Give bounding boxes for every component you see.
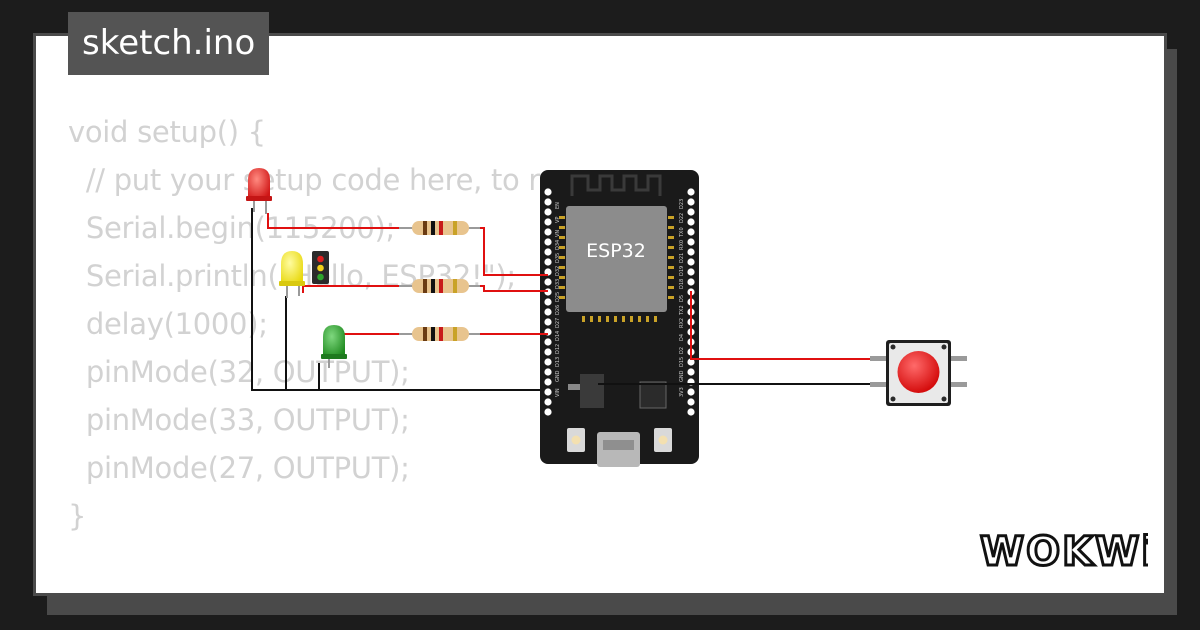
traffic-light-icon xyxy=(312,251,329,284)
pin-label: GND xyxy=(679,370,685,382)
pin-label: D23 xyxy=(679,199,685,209)
pin-label: D26 xyxy=(555,305,561,315)
file-tab[interactable]: sketch.ino xyxy=(68,12,270,75)
pin-label: TX2 xyxy=(679,305,685,316)
pin-label: D14 xyxy=(555,331,561,341)
resistor-1[interactable] xyxy=(399,221,480,235)
wokwi-logo: WOKWi xyxy=(979,528,1149,577)
pin-label: D15 xyxy=(679,357,685,367)
led-red[interactable] xyxy=(246,168,272,214)
pin-label: RX2 xyxy=(679,318,685,328)
code-line: delay(1000); xyxy=(68,307,268,341)
pin-label: EN xyxy=(555,202,561,209)
led-green[interactable] xyxy=(321,325,347,368)
pin-label: D35 xyxy=(555,253,561,263)
pin-label: D22 xyxy=(679,213,685,223)
left-header-pins[interactable] xyxy=(544,188,552,416)
pin-label: D21 xyxy=(679,253,685,263)
pin-label: D19 xyxy=(679,266,685,276)
pin-label: D34 xyxy=(555,240,561,250)
ground-wires xyxy=(251,208,870,391)
logo-text: WOKWi xyxy=(980,529,1148,575)
code-line: pinMode(27, OUTPUT); xyxy=(68,451,410,485)
voltage-regulator xyxy=(580,374,604,408)
pin-label: D2 xyxy=(679,347,685,354)
pin-label: D4 xyxy=(679,334,685,341)
usb-chip xyxy=(639,381,667,409)
code-line: } xyxy=(68,499,87,533)
pin-label: D27 xyxy=(555,318,561,328)
code-line: pinMode(33, OUTPUT); xyxy=(68,403,410,437)
esp32-board[interactable]: ESP32 xyxy=(540,170,699,467)
pin-label: RX0 xyxy=(679,240,685,250)
left-pin-labels: EN VP VN D34 D35 D32 D33 D25 D26 D27 D14… xyxy=(555,202,561,397)
code-line: pinMode(32, OUTPUT); xyxy=(68,355,410,389)
resistor-3[interactable] xyxy=(399,327,480,341)
pin-label: D33 xyxy=(555,279,561,289)
pin-label: TX0 xyxy=(679,227,685,238)
resistor-2[interactable] xyxy=(399,279,480,293)
pin-label: D25 xyxy=(555,292,561,302)
pin-label: VP xyxy=(555,217,561,223)
code-line: void setup() { xyxy=(68,115,266,149)
esp32-label: ESP32 xyxy=(586,240,646,262)
right-header-pins[interactable] xyxy=(687,188,695,416)
pin-label: D13 xyxy=(555,357,561,367)
right-pin-labels: D23 D22 TX0 RX0 D21 D19 D18 D5 TX2 RX2 D… xyxy=(679,199,685,397)
pin-label: D12 xyxy=(555,344,561,354)
pin-label: GND xyxy=(555,370,561,382)
pin-label: D5 xyxy=(679,295,685,302)
pin-label: D32 xyxy=(555,266,561,276)
pin-label: D18 xyxy=(679,279,685,289)
button-cap[interactable] xyxy=(897,351,940,393)
pin-label: VIN xyxy=(555,388,561,397)
led-yellow[interactable] xyxy=(279,251,305,298)
pushbutton[interactable] xyxy=(870,340,967,406)
pin-label: VN xyxy=(555,230,561,237)
pin-label: 3V3 xyxy=(679,387,685,397)
esp32-module xyxy=(566,206,667,312)
